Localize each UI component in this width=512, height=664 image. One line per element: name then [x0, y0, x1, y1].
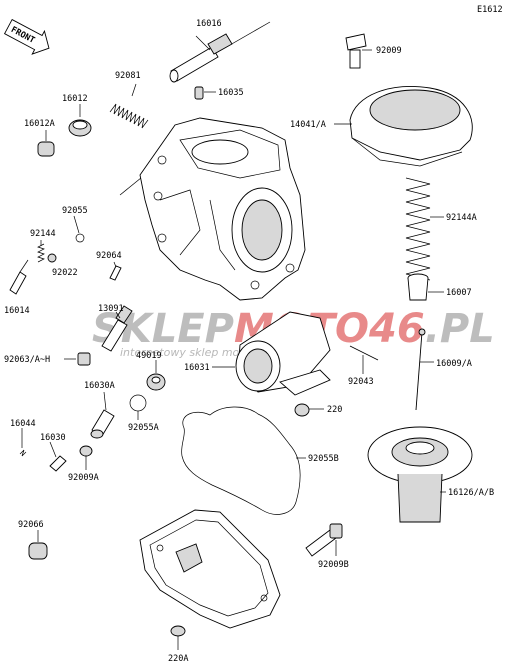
label-16012a: 16012A [24, 119, 55, 129]
label-16014: 16014 [4, 306, 30, 316]
part-92009a-screw [79, 445, 93, 470]
label-92064: 92064 [96, 251, 122, 261]
label-92144: 92144 [30, 229, 56, 239]
carburetor-body [119, 117, 306, 301]
part-92081-spring [109, 83, 149, 129]
part-16009-needle [415, 328, 434, 411]
label-16044: 16044 [10, 419, 36, 429]
label-92066: 92066 [18, 520, 44, 530]
part-92022-washer [47, 253, 57, 263]
float-bowl [139, 509, 281, 629]
part-92063-main-jet [64, 352, 91, 366]
label-16007: 16007 [446, 288, 472, 298]
part-14041-cover [334, 86, 473, 167]
label-16030a: 16030A [84, 381, 115, 391]
part-16030a [90, 391, 115, 439]
part-16012a-cap [37, 130, 55, 157]
part-92144-spring [37, 240, 45, 263]
label-92144a: 92144A [446, 213, 477, 223]
label-14041: 14041/A [290, 120, 326, 130]
label-92063: 92063/A~H [4, 355, 50, 365]
diagram-code: E1612 [477, 5, 503, 15]
part-16044 [19, 428, 27, 457]
label-92043: 92043 [348, 377, 374, 387]
label-92081: 92081 [115, 71, 141, 81]
label-16035: 16035 [218, 88, 244, 98]
label-92055a: 92055A [128, 423, 159, 433]
label-16016: 16016 [196, 19, 222, 29]
label-13091: 13091 [98, 304, 124, 314]
part-16126-diaphragm [367, 426, 473, 523]
label-92022: 92022 [52, 268, 78, 278]
watermark-part3: 46 [368, 306, 425, 352]
label-16012: 16012 [62, 94, 88, 104]
part-92055-oring [73, 215, 85, 243]
part-92055a-oring [129, 394, 147, 420]
part-92009-screw [345, 33, 372, 69]
label-220a: 220A [168, 654, 188, 664]
label-49019: 49019 [136, 351, 162, 361]
label-92009a: 92009A [68, 473, 99, 483]
part-92144a-spring [405, 177, 444, 281]
part-16014-screw [9, 259, 29, 295]
part-49019-nut [146, 360, 166, 391]
label-16030: 16030 [40, 433, 66, 443]
part-16030 [49, 441, 67, 472]
label-16031: 16031 [184, 363, 210, 373]
part-16016-shaft [169, 21, 271, 83]
label-16009: 16009/A [436, 359, 472, 369]
watermark-part4: .PL [425, 306, 495, 352]
part-92064-screw [109, 261, 122, 281]
label-92009b: 92009B [318, 560, 349, 570]
part-92009b-screw [305, 523, 343, 557]
label-16126: 16126/A/B [448, 488, 494, 498]
part-16012-nut [68, 104, 92, 137]
part-16035-plug [194, 86, 216, 100]
part-220-screw [294, 403, 324, 417]
part-16031-slide [212, 311, 331, 396]
part-13091-jet-holder [101, 305, 133, 352]
part-16007-spacer [407, 273, 444, 301]
label-220: 220 [327, 405, 342, 415]
front-arrow-icon: FRONT [3, 18, 50, 55]
part-92055b-gasket [181, 406, 306, 515]
label-92055b: 92055B [308, 454, 339, 464]
label-92009: 92009 [376, 46, 402, 56]
part-92066-plug [28, 530, 48, 560]
label-92055: 92055 [62, 206, 88, 216]
part-220a-screw [170, 625, 186, 650]
part-92043-pin [349, 345, 379, 374]
